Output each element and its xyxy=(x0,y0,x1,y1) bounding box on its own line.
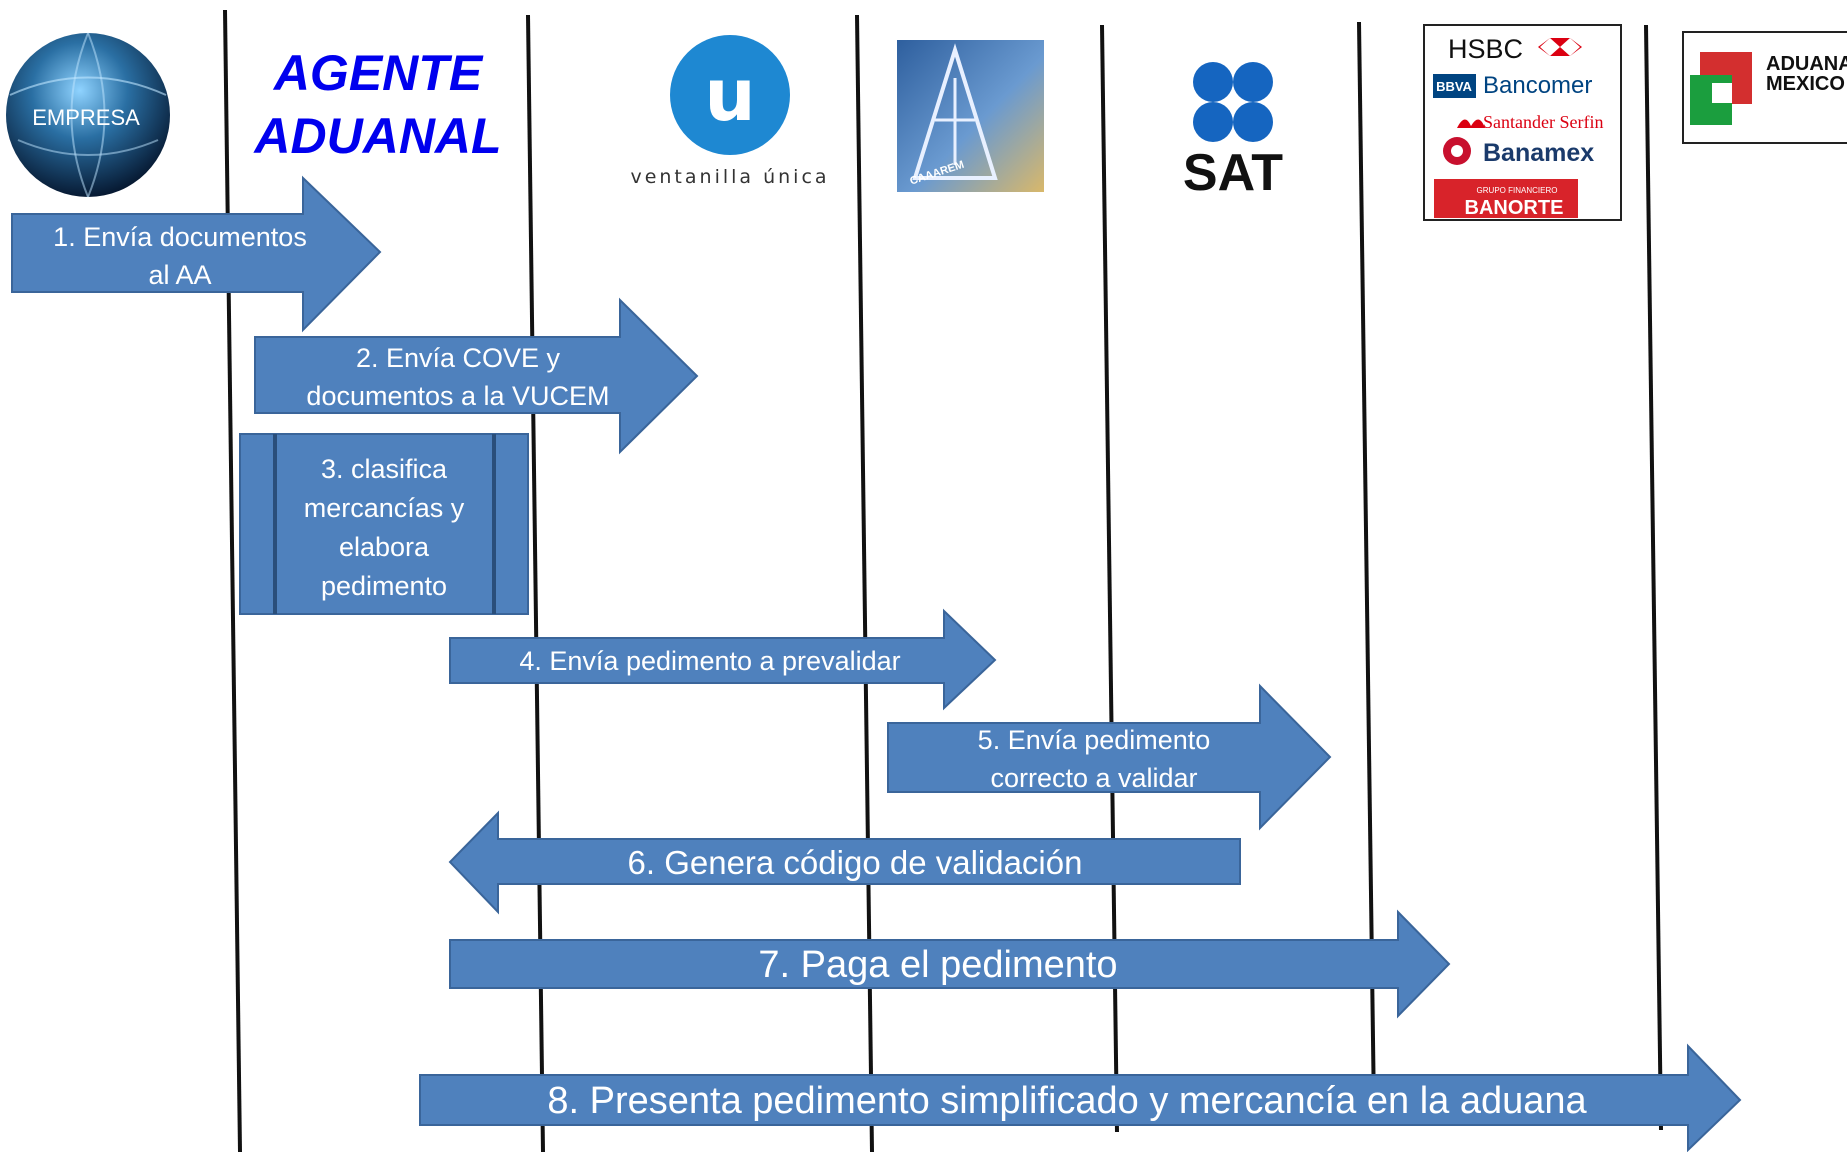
hsbc-hexagon-icon xyxy=(1538,38,1582,56)
step-7-arrow xyxy=(449,909,1451,1019)
vu-circle-icon xyxy=(670,35,790,155)
banks-logo: HSBC BBVA Bancomer Santander Serfin Bana… xyxy=(1423,24,1622,221)
step-3: 3. clasifica mercancías y elabora pedime… xyxy=(239,433,529,615)
step-5-label-line-2: correcto a validar xyxy=(990,763,1197,793)
step-6-arrow xyxy=(448,810,1241,915)
step-4-arrow xyxy=(449,608,997,711)
scales-icon xyxy=(912,43,998,180)
step-1-label-line-1: 1. Envía documentos xyxy=(53,222,307,252)
step-3-label-line-3: elabora xyxy=(339,532,430,562)
aduana-white-square xyxy=(1712,83,1732,103)
bbva-label: BBVA xyxy=(1436,79,1472,94)
vu-caption: ventanilla única xyxy=(630,166,829,188)
step-4-label: 4. Envía pedimento a prevalidar xyxy=(519,646,900,676)
banamex-label: Banamex xyxy=(1483,139,1594,167)
step-8-arrow xyxy=(419,1043,1742,1152)
aduana-mexico-logo: ADUANA MEXICO xyxy=(1682,31,1847,144)
step-5-arrow xyxy=(887,683,1332,831)
step-2-label-line-2: documentos a la VUCEM xyxy=(306,381,609,411)
step-1-label-line-2: al AA xyxy=(148,260,211,290)
step-1-arrow xyxy=(11,175,382,333)
aduana-label-line-2: MEXICO xyxy=(1766,73,1845,95)
bbva-badge xyxy=(1433,74,1476,98)
globe-grid-line xyxy=(17,139,159,156)
empresa-logo: EMPRESA xyxy=(6,32,170,198)
step-7-label: 7. Paga el pedimento xyxy=(758,944,1117,986)
bancomer-label: Bancomer xyxy=(1483,72,1592,99)
lane-line-5 xyxy=(1357,21,1376,1113)
step-3-label-line-1: 3. clasifica xyxy=(321,454,448,484)
step-3-label-line-4: pedimento xyxy=(321,571,447,601)
sat-dot-icon xyxy=(1233,62,1273,102)
banorte-label: BANORTE xyxy=(1465,197,1564,219)
sat-logo: SAT xyxy=(1183,62,1283,202)
step-6-label: 6. Genera código de validación xyxy=(628,844,1083,881)
globe-grid-line xyxy=(9,76,167,96)
agente-title-line-2: ADUANAL xyxy=(252,108,501,164)
step-2-arrow xyxy=(254,297,699,455)
empresa-label: EMPRESA xyxy=(32,105,140,130)
banorte-group-label: GRUPO FINANCIERO xyxy=(1477,186,1558,195)
step-3-process-box xyxy=(239,433,529,615)
santander-label: Santander Serfin xyxy=(1483,112,1603,132)
hsbc-label: HSBC xyxy=(1448,34,1523,64)
step-3-label-line-2: mercancías y xyxy=(304,493,465,523)
step-5: 5. Envía pedimento correcto a validar xyxy=(887,683,1332,831)
globe-icon xyxy=(6,33,170,197)
caaarem-logo: CAAAREM xyxy=(897,40,1044,192)
step-7: 7. Paga el pedimento xyxy=(449,909,1451,1019)
globe-grid-line xyxy=(87,32,106,198)
step-2: 2. Envía COVE y documentos a la VUCEM xyxy=(254,297,699,455)
banorte-badge xyxy=(1434,179,1578,218)
lane-line-6 xyxy=(1644,24,1663,1131)
sat-dot-icon xyxy=(1233,102,1273,142)
sat-dot-icon xyxy=(1193,62,1233,102)
agente-aduanal-header: AGENTE ADUANAL xyxy=(252,45,501,164)
step-4: 4. Envía pedimento a prevalidar xyxy=(449,608,997,711)
sat-dot-icon xyxy=(1193,102,1233,142)
step-6: 6. Genera código de validación xyxy=(448,810,1241,915)
step-8-label: 8. Presenta pedimento simplificado y mer… xyxy=(547,1080,1587,1122)
vu-letter: u xyxy=(704,53,755,137)
step-5-label-line-1: 5. Envía pedimento xyxy=(978,725,1211,755)
banamex-emblem-icon xyxy=(1443,137,1471,165)
ventanilla-unica-logo: u ventanilla única xyxy=(630,35,829,188)
lane-line-1 xyxy=(223,9,242,1152)
caaarem-background xyxy=(897,40,1044,192)
globe-grid-line xyxy=(70,32,89,198)
step-8: 8. Presenta pedimento simplificado y mer… xyxy=(419,1043,1742,1152)
aduana-label-line-1: ADUANA xyxy=(1766,53,1847,75)
sat-label: SAT xyxy=(1183,144,1283,202)
step-2-label-line-1: 2. Envía COVE y xyxy=(356,343,561,373)
santander-flame-icon xyxy=(1457,119,1485,128)
agente-title-line-1: AGENTE xyxy=(272,45,484,101)
step-1: 1. Envía documentos al AA xyxy=(11,175,382,333)
lane-lines xyxy=(223,9,1663,1152)
